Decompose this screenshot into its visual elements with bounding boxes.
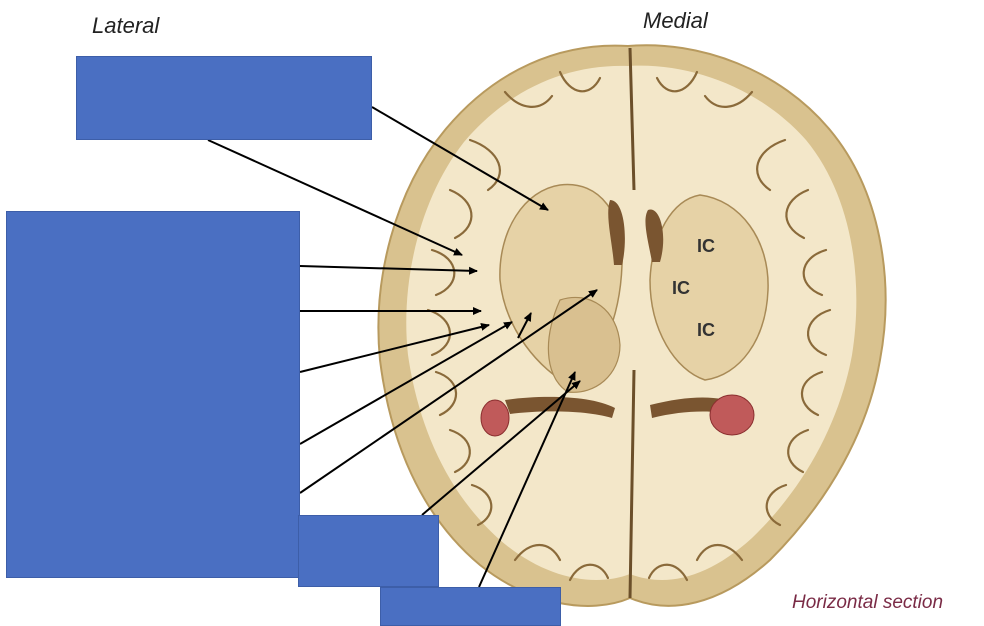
answer-box-1[interactable] bbox=[76, 56, 372, 140]
arrow-6 bbox=[299, 321, 513, 445]
ic-label-2: IC bbox=[672, 278, 690, 298]
gyri-right bbox=[647, 70, 832, 582]
answer-box-4[interactable] bbox=[380, 587, 561, 626]
choroid-plexus-left bbox=[480, 399, 510, 437]
ic-label-3: IC bbox=[697, 320, 715, 340]
arrow-10 bbox=[517, 312, 532, 339]
arrow-2 bbox=[207, 139, 463, 256]
arrow-5 bbox=[299, 323, 490, 373]
arrow-7 bbox=[299, 289, 598, 494]
answer-box-3[interactable] bbox=[298, 515, 439, 587]
longitudinal-fissure bbox=[628, 47, 636, 599]
arrow-8 bbox=[421, 380, 581, 516]
pointer-arrows bbox=[207, 106, 598, 588]
answer-box-2[interactable] bbox=[6, 211, 300, 578]
white-matter bbox=[406, 65, 857, 581]
choroid-plexus-right bbox=[709, 394, 755, 436]
arrow-1 bbox=[371, 106, 549, 211]
thalamus-left bbox=[547, 296, 621, 393]
medial-label: Medial bbox=[643, 8, 708, 33]
gyri-left bbox=[426, 70, 610, 582]
ic-label-1: IC bbox=[697, 236, 715, 256]
arrow-3 bbox=[299, 265, 478, 275]
lateral-label: Lateral bbox=[92, 13, 160, 38]
arrow-9 bbox=[478, 371, 576, 588]
section-caption: Horizontal section bbox=[792, 592, 944, 613]
